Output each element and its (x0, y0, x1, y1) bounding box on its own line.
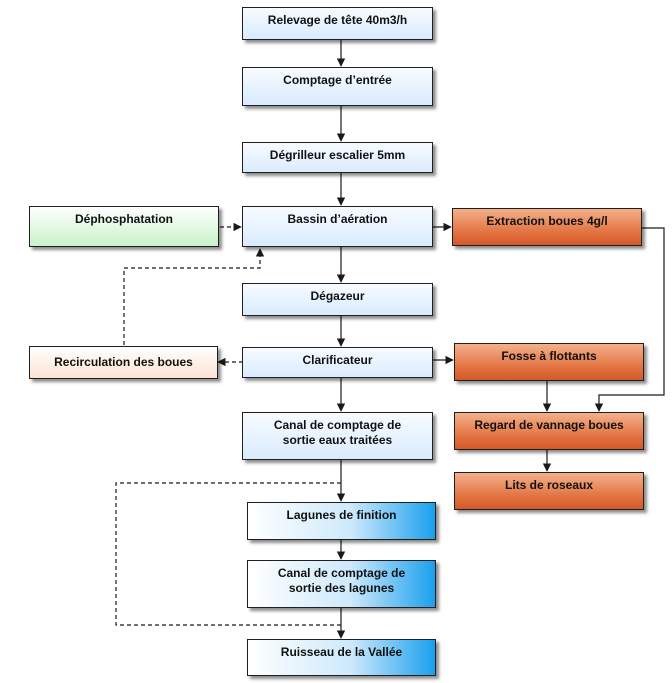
node-relevage: Relevage de tête 40m3/h (242, 7, 433, 40)
node-recirculation-boues: Recirculation des boues (29, 346, 218, 379)
node-lagunes-finition: Lagunes de finition (247, 502, 436, 540)
node-canal-sortie: Canal de comptage de sortie eaux traitée… (242, 412, 433, 460)
node-dephosphatation: Déphosphatation (29, 206, 219, 247)
node-regard-vannage: Regard de vannage boues (454, 412, 644, 450)
node-degrilleur: Dégrilleur escalier 5mm (242, 142, 433, 173)
node-comptage-entree: Comptage d’entrée (242, 67, 433, 106)
dashed-recirculation-to-bassin (123, 248, 265, 345)
arrow-extraction-to-regard (594, 227, 665, 412)
node-degazeur: Dégazeur (242, 283, 433, 316)
node-fosse-flottants: Fosse à flottants (454, 343, 644, 381)
node-ruisseau: Ruisseau de la Vallée (247, 639, 436, 676)
node-clarificateur: Clarificateur (242, 347, 433, 378)
node-lits-roseaux: Lits de roseaux (454, 472, 644, 510)
node-canal-lagunes: Canal de comptage de sortie des lagunes (247, 560, 436, 608)
node-bassin-aeration: Bassin d’aération (242, 206, 433, 247)
node-extraction-boues: Extraction boues 4g/l (452, 208, 642, 246)
dashed-bypass-to-ruisseau (115, 482, 341, 626)
